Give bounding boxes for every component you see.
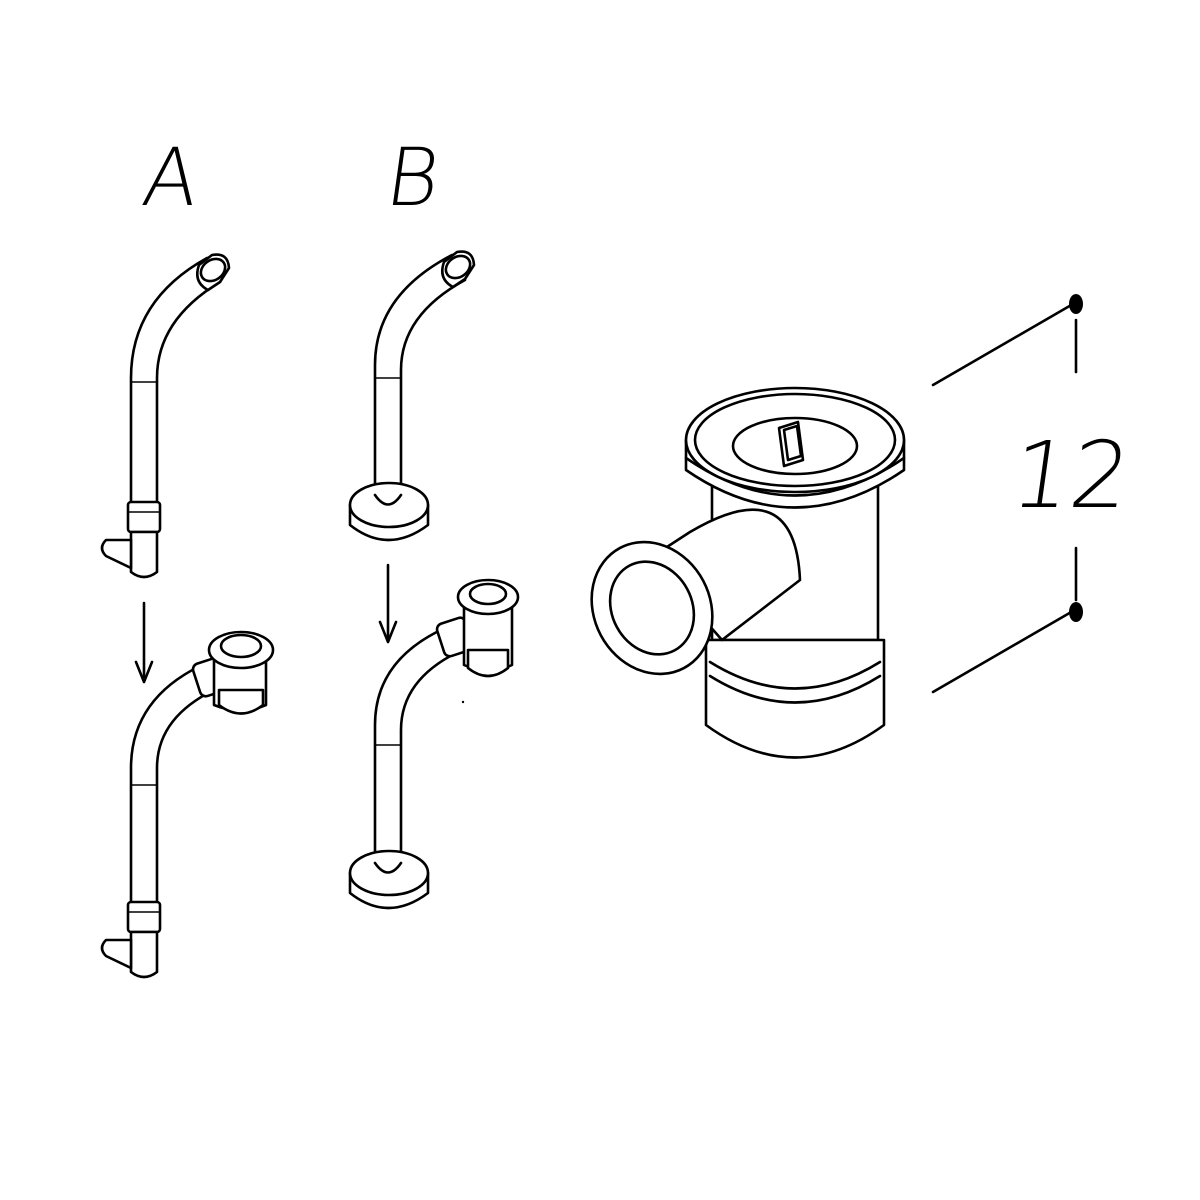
dimension-value: 12 [1005,421,1137,528]
dimension-marker-bottom-icon [1069,602,1083,622]
stray-mark [461,700,465,704]
variant-b-arrow-icon [378,563,398,644]
variant-b-pipe-before [348,250,476,542]
variant-a-pipe-after [100,630,275,979]
label-variant-a: A [137,130,205,224]
variant-a-arrow-icon [134,601,154,684]
variant-b-pipe-after [348,578,520,910]
t-fitting-detail [590,386,906,759]
variant-a-pipe-before [100,253,231,579]
dimension-annotation: 12 [931,294,1137,694]
label-variant-b: B [380,130,446,224]
dimension-marker-top-icon [1069,294,1083,314]
